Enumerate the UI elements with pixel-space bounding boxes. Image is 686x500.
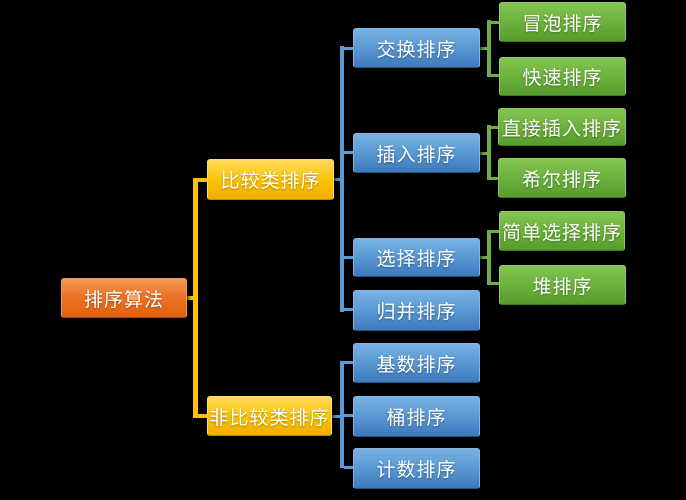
node-label: 快速排序 bbox=[522, 67, 603, 89]
node-shell-sort: 希尔排序 bbox=[498, 158, 626, 198]
node-label: 基数排序 bbox=[376, 353, 457, 376]
node-label: 直接插入排序 bbox=[501, 117, 622, 140]
connector-exchange-stub bbox=[344, 47, 353, 50]
connector-insertion-out-stub bbox=[480, 152, 487, 155]
connector-selection-out-stub bbox=[480, 256, 487, 259]
node-label: 希尔排序 bbox=[521, 168, 602, 191]
connector-blue-trunk-non-comparison bbox=[340, 361, 344, 468]
node-quick-sort: 快速排序 bbox=[499, 57, 626, 96]
connector-shell-stub bbox=[491, 177, 499, 180]
connector-insertion-stub bbox=[344, 151, 353, 154]
node-bubble-sort: 冒泡排序 bbox=[499, 2, 626, 42]
node-label: 选择排序 bbox=[376, 248, 457, 270]
connector-green-bracket-exchange bbox=[487, 20, 491, 77]
connector-comparison-stub bbox=[198, 178, 207, 182]
connector-green-bracket-insertion bbox=[487, 125, 491, 180]
connector-bubble-stub bbox=[491, 21, 499, 24]
node-label: 计数排序 bbox=[376, 459, 457, 481]
node-non-comparison-sort: 非比较类排序 bbox=[207, 396, 332, 436]
node-counting-sort: 计数排序 bbox=[353, 448, 480, 489]
connector-quick-stub bbox=[491, 74, 499, 77]
node-exchange-sort: 交换排序 bbox=[353, 28, 480, 68]
node-label: 归并排序 bbox=[376, 301, 457, 323]
node-label: 比较类排序 bbox=[220, 170, 321, 192]
connector-yellow-trunk bbox=[193, 178, 198, 418]
node-label: 插入排序 bbox=[376, 143, 457, 166]
node-comparison-sort: 比较类排序 bbox=[207, 159, 334, 200]
connector-comparison-out-stub bbox=[334, 178, 340, 181]
connector-non-comparison-out-stub bbox=[332, 415, 340, 418]
node-bucket-sort: 桶排序 bbox=[353, 396, 480, 437]
connector-direct-insertion-stub bbox=[491, 126, 499, 129]
connector-heap-stub bbox=[491, 282, 499, 285]
connector-non-comparison-stub bbox=[198, 414, 207, 418]
node-label: 简单选择排序 bbox=[501, 221, 622, 244]
node-selection-sort: 选择排序 bbox=[353, 238, 480, 277]
connector-exchange-out-stub bbox=[480, 47, 487, 50]
connector-merge-stub bbox=[344, 308, 353, 311]
node-radix-sort: 基数排序 bbox=[353, 343, 480, 383]
node-direct-insertion-sort: 直接插入排序 bbox=[498, 108, 626, 146]
node-sorting-algorithms: 排序算法 bbox=[61, 278, 187, 318]
node-label: 堆排序 bbox=[532, 275, 593, 298]
node-insertion-sort: 插入排序 bbox=[353, 133, 480, 173]
node-merge-sort: 归并排序 bbox=[353, 290, 480, 331]
connector-radix-stub bbox=[344, 361, 353, 364]
node-heap-sort: 堆排序 bbox=[499, 265, 626, 305]
connector-selection-stub bbox=[344, 256, 353, 259]
node-label: 桶排序 bbox=[386, 407, 447, 429]
connector-green-bracket-selection bbox=[487, 230, 491, 285]
node-label: 排序算法 bbox=[83, 288, 164, 311]
connector-bucket-stub bbox=[344, 414, 353, 417]
connector-counting-stub bbox=[344, 466, 353, 469]
connector-blue-trunk-comparison bbox=[340, 46, 344, 312]
connector-root-stub bbox=[186, 296, 193, 300]
connector-simple-selection-stub bbox=[491, 230, 499, 233]
node-label: 交换排序 bbox=[376, 38, 457, 61]
node-label: 冒泡排序 bbox=[522, 12, 603, 35]
node-simple-selection-sort: 简单选择排序 bbox=[499, 211, 625, 251]
node-label: 非比较类排序 bbox=[209, 406, 330, 429]
